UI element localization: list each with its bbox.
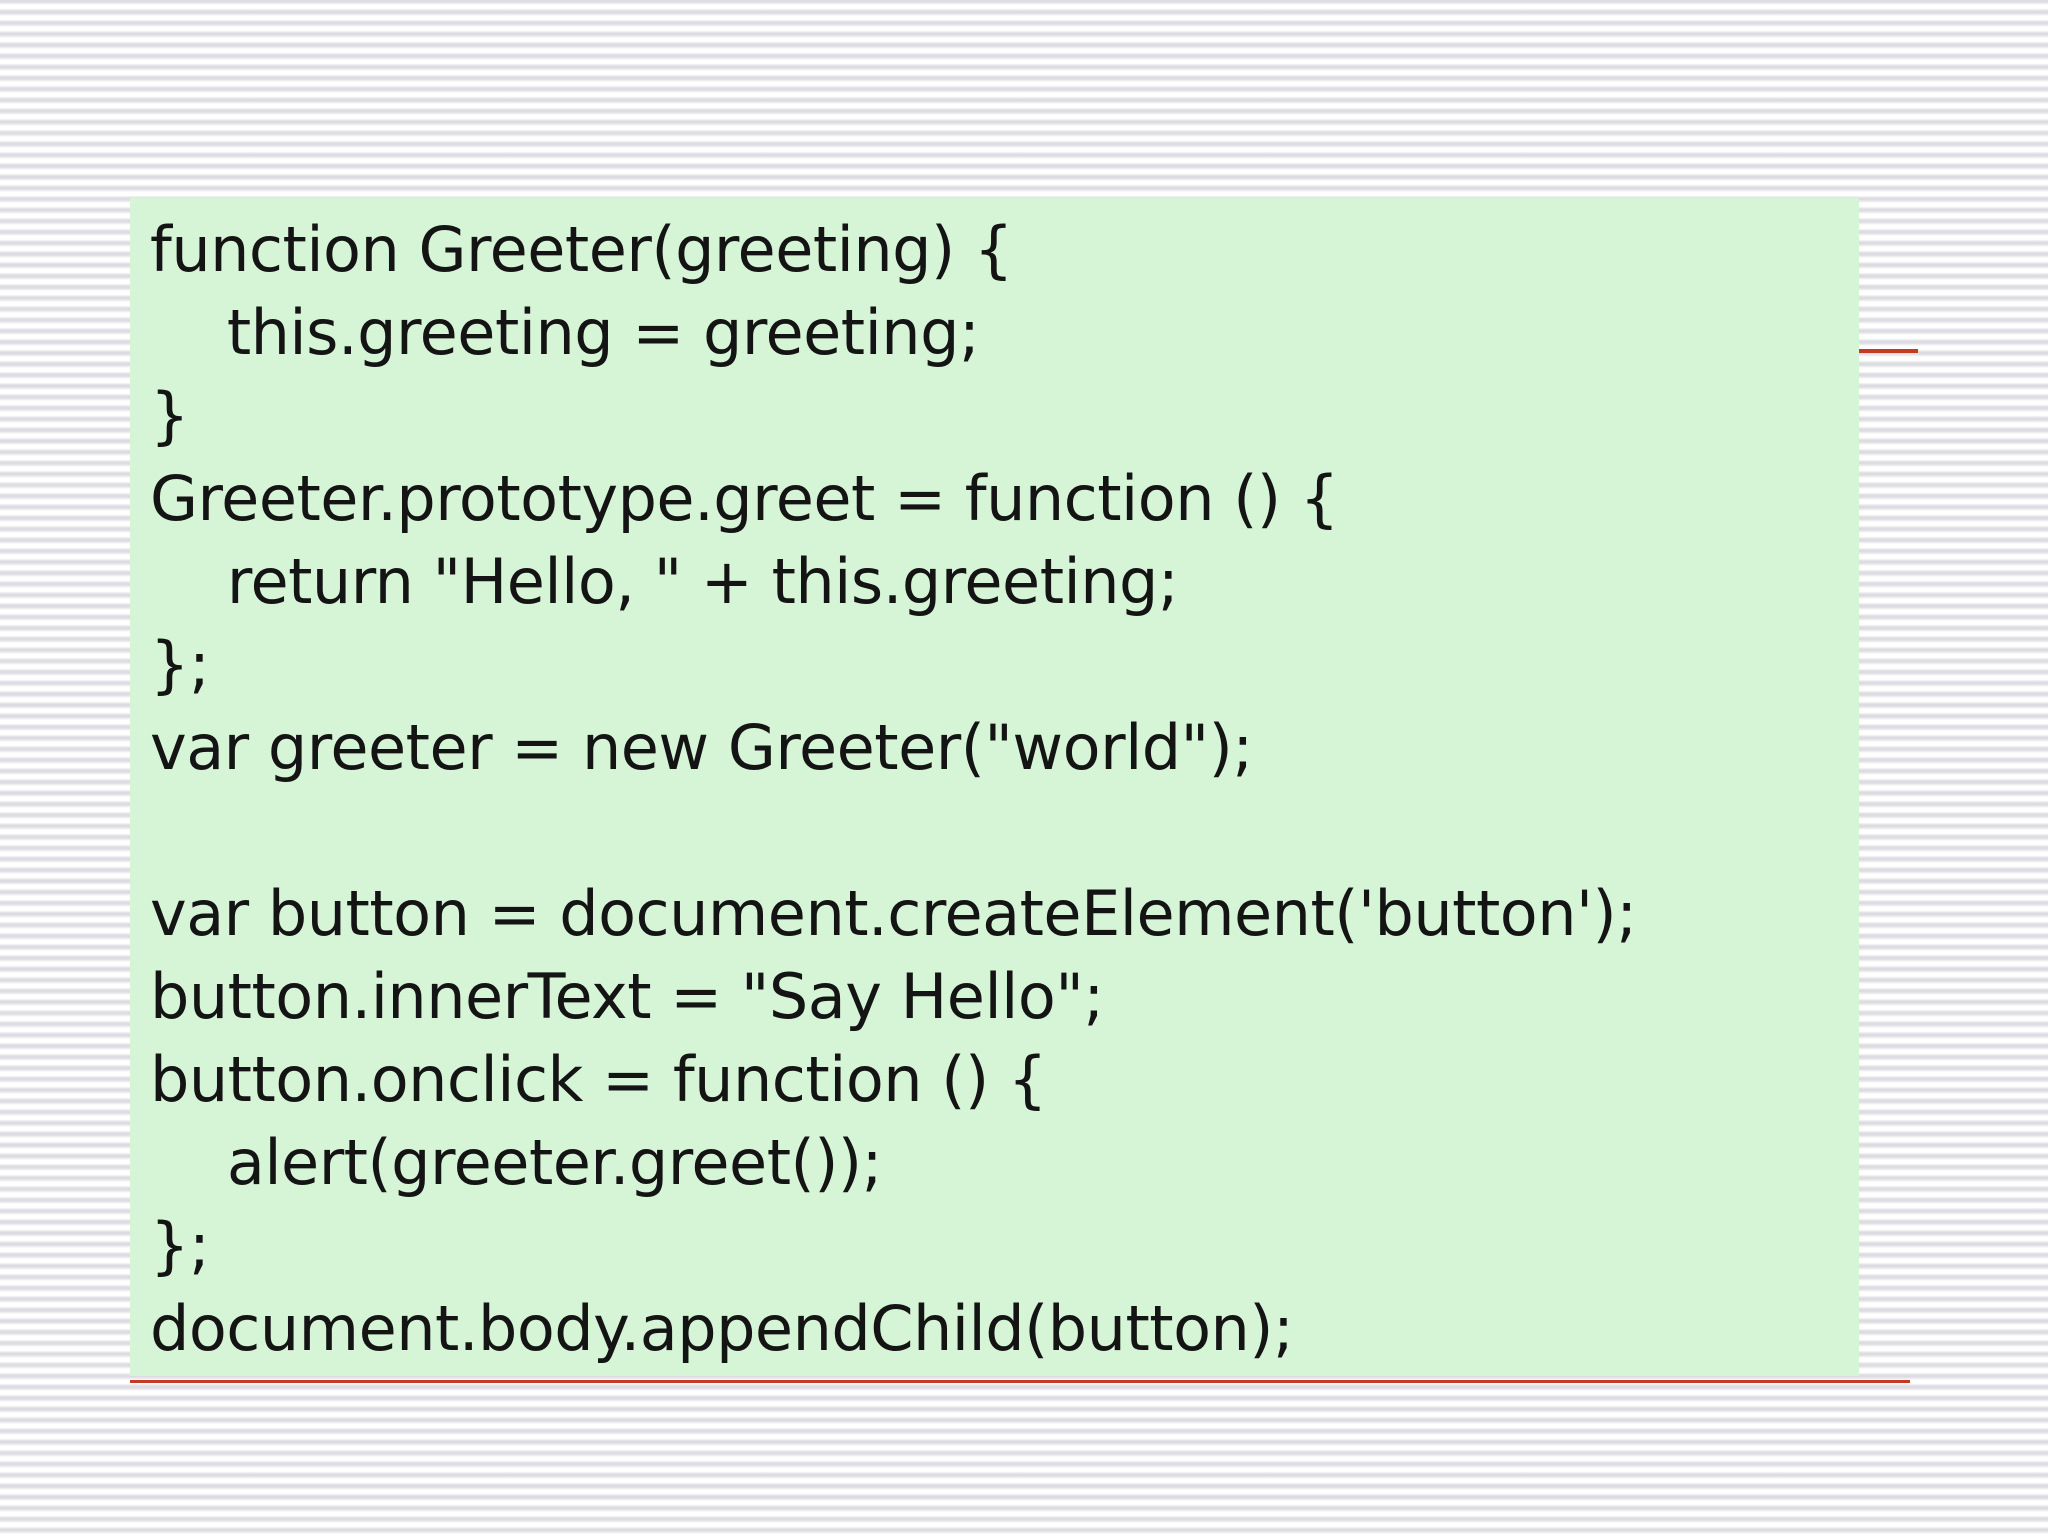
code-block: function Greeter(greeting) { this.greeti… xyxy=(130,198,1859,1376)
code-lines: function Greeter(greeting) { this.greeti… xyxy=(150,208,1859,1370)
red-accent-underline xyxy=(130,1380,1910,1383)
code-line: var button = document.createElement('but… xyxy=(150,877,1637,950)
red-accent-dash xyxy=(1859,349,1918,353)
code-line: }; xyxy=(150,1209,210,1282)
code-line: button.onclick = function () { xyxy=(150,1043,1047,1116)
code-line: alert(greeter.greet()); xyxy=(150,1126,883,1199)
code-line: return "Hello, " + this.greeting; xyxy=(150,545,1179,618)
code-line: this.greeting = greeting; xyxy=(150,296,980,369)
code-line: var greeter = new Greeter("world"); xyxy=(150,711,1253,784)
code-line: function Greeter(greeting) { xyxy=(150,213,1013,286)
code-line xyxy=(150,789,1859,872)
code-line: } xyxy=(150,379,189,452)
code-line: }; xyxy=(150,628,210,701)
code-line: Greeter.prototype.greet = function () { xyxy=(150,462,1339,535)
code-line: button.innerText = "Say Hello"; xyxy=(150,960,1104,1033)
code-line: document.body.appendChild(button); xyxy=(150,1292,1294,1365)
